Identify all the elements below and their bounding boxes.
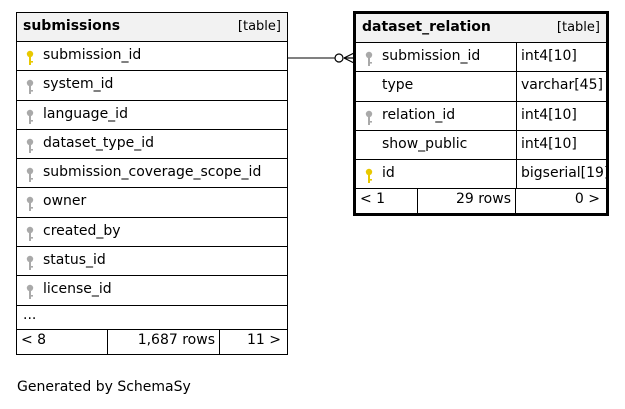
column-row[interactable]: relation_id int4[10] <box>356 101 606 131</box>
column-name: created_by <box>43 222 121 239</box>
column-name: language_id <box>43 105 128 122</box>
primary-key-icon <box>25 50 35 66</box>
column-name: show_public <box>382 135 468 152</box>
column-name: type <box>382 77 414 94</box>
parents-count[interactable]: < 1 <box>360 191 386 208</box>
column-name: submission_id <box>382 48 481 64</box>
row-count: 1,687 rows <box>107 329 219 354</box>
column-row[interactable]: created_by <box>17 218 287 248</box>
column-row[interactable]: submission_coverage_scope_id <box>17 159 287 189</box>
foreign-key-icon <box>364 110 374 126</box>
ellipsis: ... <box>23 306 37 323</box>
foreign-key-icon <box>25 226 35 242</box>
column-row[interactable]: id bigserial[19] <box>356 160 609 190</box>
column-row[interactable]: dataset_type_id <box>17 130 287 160</box>
column-name: dataset_type_id <box>43 134 154 151</box>
column-row[interactable]: status_id <box>17 247 287 277</box>
zero-or-many-circle <box>334 53 344 63</box>
table-name: submissions <box>23 18 121 34</box>
column-row[interactable]: language_id <box>17 101 287 130</box>
foreign-key-icon <box>25 79 35 95</box>
crows-foot-lower <box>343 57 355 64</box>
column-type: bigserial[19] <box>516 160 609 189</box>
column-name: submission_id <box>43 47 142 63</box>
foreign-key-icon <box>25 109 35 125</box>
parents-count[interactable]: < 8 <box>21 331 47 348</box>
column-row[interactable]: license_id <box>17 276 287 306</box>
row-count: 29 rows <box>417 189 515 214</box>
primary-key-icon <box>364 168 374 184</box>
table-submissions[interactable]: submissions [table] submission_id system_… <box>16 12 288 355</box>
table-footer: < 1 29 rows 0 > <box>356 189 606 214</box>
generated-by-label: Generated by SchemaSy <box>17 379 191 395</box>
foreign-key-icon <box>25 284 35 300</box>
table-header: submissions [table] <box>17 13 287 42</box>
table-footer: < 8 1,687 rows 11 > <box>17 329 287 354</box>
column-row[interactable]: submission_id int4[10] <box>356 43 606 73</box>
table-header: dataset_relation [table] <box>356 14 606 43</box>
children-count[interactable]: 0 > <box>515 189 606 214</box>
more-columns-row: ... <box>17 306 287 330</box>
foreign-key-icon <box>25 138 35 154</box>
column-name: id <box>382 165 395 182</box>
column-row[interactable]: owner <box>17 188 287 218</box>
column-name: owner <box>43 193 87 210</box>
foreign-key-icon <box>364 51 374 67</box>
column-type: int4[10] <box>516 130 606 160</box>
column-row[interactable]: show_public int4[10] <box>356 130 606 161</box>
table-name: dataset_relation <box>362 19 491 35</box>
foreign-key-icon <box>25 255 35 271</box>
crows-foot-upper <box>343 52 355 59</box>
column-row[interactable]: type varchar[45] <box>356 72 606 102</box>
table-kind: [table] <box>556 20 600 35</box>
column-row[interactable]: submission_id <box>17 42 287 72</box>
children-count[interactable]: 11 > <box>219 329 287 354</box>
column-name: submission_coverage_scope_id <box>43 164 262 181</box>
column-row[interactable]: system_id <box>17 71 287 101</box>
column-name: relation_id <box>382 106 456 123</box>
column-name: status_id <box>43 252 106 269</box>
column-type: int4[10] <box>516 101 606 130</box>
table-kind: [table] <box>237 19 281 34</box>
column-type: varchar[45] <box>516 72 606 101</box>
column-type: int4[10] <box>516 43 606 72</box>
column-name: license_id <box>43 281 112 298</box>
foreign-key-icon <box>25 167 35 183</box>
foreign-key-icon <box>25 196 35 212</box>
column-name: system_id <box>43 76 114 93</box>
